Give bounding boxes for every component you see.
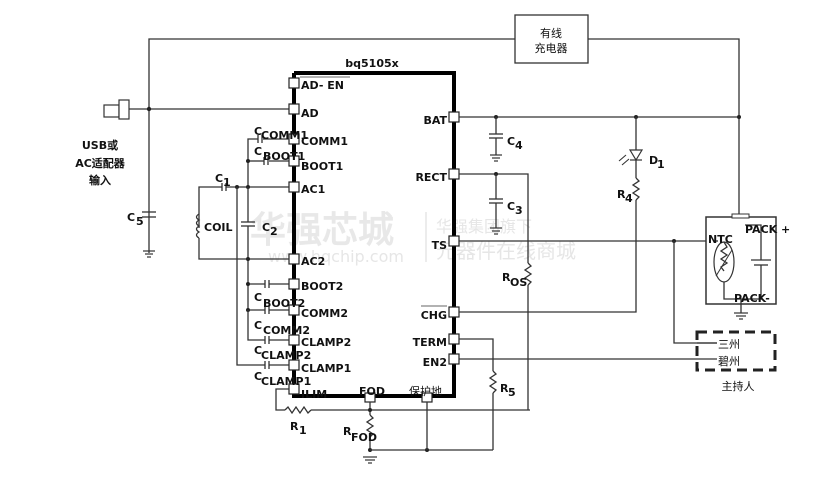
wired-charger-line1: 有线 [540, 26, 562, 40]
pin-chg: CHG [421, 309, 447, 322]
c3-label: C [507, 200, 515, 213]
r-fod-label: R [343, 425, 352, 438]
pin-term: TERM [413, 336, 447, 349]
left-component-labels: C COMM1 C BOOT1 C 1 COIL C 2 C BOOT2 C C… [204, 125, 311, 437]
pin-ac1: AC1 [301, 183, 325, 196]
r-fod-sub: FOD [351, 431, 377, 444]
pin-bat: BAT [423, 114, 447, 127]
input-label-1: USB或 [82, 138, 118, 152]
host-line-1: 三州 [718, 338, 740, 351]
pack-minus-label: PACK- [734, 292, 770, 305]
c-clamp1-label: C [254, 370, 262, 383]
chip-right-pins: BAT RECT TS CHG TERM EN2 [413, 111, 460, 369]
c1-sub: 1 [223, 176, 231, 189]
host-label: 主持人 [722, 379, 755, 393]
pin-protect-gnd: 保护地 [409, 384, 442, 398]
pin-ts: TS [432, 239, 448, 252]
c4-sub: 4 [515, 139, 523, 152]
capacitor-c5: C 5 [127, 211, 156, 258]
c-clamp1-sub: CLAMP1 [261, 375, 311, 388]
pin-ac2: AC2 [301, 255, 325, 268]
pin-boot1: BOOT1 [301, 160, 343, 173]
c2-sub: 2 [270, 225, 278, 238]
c-boot1-sub: BOOT1 [263, 150, 305, 163]
c-comm1-sub: COMM1 [261, 129, 308, 142]
host-box: 三州 碧州 主持人 [695, 330, 777, 393]
watermark-url: www.hqchip.com [268, 247, 404, 266]
c5-sub: 5 [136, 215, 144, 228]
watermark-tagline-1: 华强集团旗下 [436, 217, 532, 236]
r4-sub: 4 [625, 192, 633, 205]
c-comm2-label: C [254, 319, 262, 332]
pin-rect: RECT [415, 171, 447, 184]
pin-comm2: COMM2 [301, 307, 348, 320]
c5-label: C [127, 211, 135, 224]
input-label: USB或 AC适配器 输入 [75, 138, 126, 187]
c3-sub: 3 [515, 204, 523, 217]
r5-sub: 5 [508, 386, 516, 399]
pin-ad-en: AD- EN [301, 79, 344, 92]
c4-label: C [507, 135, 515, 148]
c-comm2-sub: COMM2 [263, 324, 310, 337]
d1-sub: 1 [657, 158, 665, 171]
c-clamp2-label: C [254, 344, 262, 357]
pin-fod: FOD [359, 385, 385, 398]
r-os-sub: OS [510, 276, 527, 289]
chip-left-pins: AD- EN AD COMM1 BOOT1 AC1 AC2 BOOT2 COMM… [288, 76, 351, 401]
pin-ilim: ILIM [301, 388, 327, 401]
pin-en2: EN2 [423, 356, 447, 369]
host-line-2: 碧州 [718, 355, 740, 368]
battery-pack: NTC PACK + PACK- [705, 213, 790, 320]
pin-clamp1: CLAMP1 [301, 362, 351, 375]
pack-plus-label: PACK + [745, 223, 790, 236]
chip-name: bq5105x [345, 57, 398, 70]
pin-boot2: BOOT2 [301, 280, 343, 293]
c-boot2-label: C [254, 291, 262, 304]
c-boot2-sub: BOOT2 [263, 297, 305, 310]
r5-label: R [500, 382, 509, 395]
c2-label: C [262, 221, 270, 234]
r1-sub: 1 [299, 424, 307, 437]
c-clamp2-sub: CLAMP2 [261, 349, 311, 362]
pin-clamp2: CLAMP2 [301, 336, 351, 349]
left-network-wires [195, 135, 530, 415]
input-label-3: 输入 [89, 173, 111, 187]
c-boot1-label: C [254, 145, 262, 158]
d1-label: D [649, 154, 658, 167]
r4-label: R [617, 188, 626, 201]
coil-label: COIL [204, 221, 233, 234]
c-comm1-label: C [254, 125, 262, 138]
chip-bottom-pins: FOD 保护地 [359, 384, 442, 403]
wired-charger: 有线 充电器 [514, 14, 589, 64]
watermark-brand: 华强芯城 [250, 210, 394, 251]
pin-ad: AD [301, 107, 319, 120]
r-os-label: R [502, 271, 511, 284]
right-network-wires: C 4 C 3 R OS D 1 R 4 [459, 115, 741, 450]
ntc-label: NTC [708, 233, 733, 246]
r1-label: R [290, 420, 299, 433]
wired-charger-line2: 充电器 [535, 41, 568, 55]
usb-connector [103, 99, 290, 120]
wired-charger-wire [148, 38, 740, 253]
pin-comm1: COMM1 [301, 135, 348, 148]
input-label-2: AC适配器 [75, 156, 126, 170]
c1-label: C [215, 172, 223, 185]
fod-network: R FOD [343, 402, 493, 464]
